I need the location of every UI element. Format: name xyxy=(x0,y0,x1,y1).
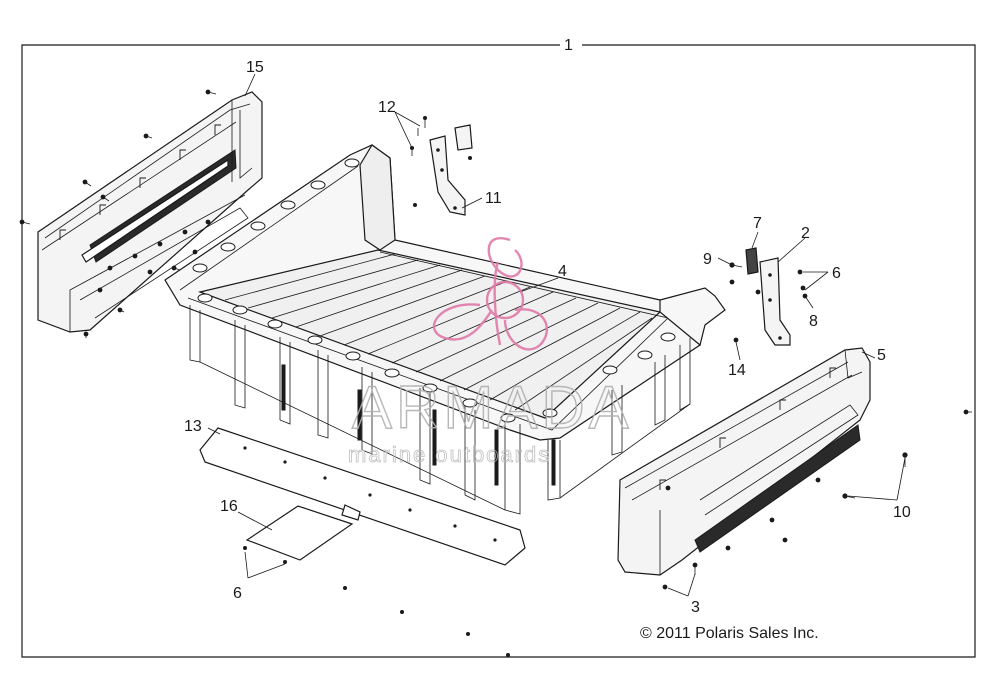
callout-6-left: 6 xyxy=(233,585,242,602)
part-6-nuts xyxy=(797,269,808,299)
part-4-cargo-box xyxy=(164,144,720,515)
part-11-bracket xyxy=(410,116,473,216)
part-10-bolts xyxy=(665,409,972,551)
callout-10: 10 xyxy=(893,504,911,521)
callout-7: 7 xyxy=(753,215,762,232)
armada-logo-icon xyxy=(432,237,549,351)
callout-13: 13 xyxy=(184,418,202,435)
callout-14: 14 xyxy=(728,362,746,379)
copyright-text: © 2011 Polaris Sales Inc. xyxy=(640,625,819,642)
armada-watermark: ARMADA marine outboards xyxy=(348,237,633,467)
callout-12: 12 xyxy=(378,99,396,116)
callout-15: 15 xyxy=(246,59,264,76)
callout-1: 1 xyxy=(564,37,573,54)
part-15-left-panel xyxy=(37,91,263,333)
part-16-pad xyxy=(243,505,510,657)
part-2-bracket xyxy=(759,257,791,346)
callout-16: 16 xyxy=(220,498,238,515)
part-3-screws xyxy=(662,562,698,590)
part-14-screw xyxy=(729,279,761,343)
part-5-right-panel xyxy=(617,347,871,576)
part-7-latch xyxy=(745,247,759,275)
part-13-floor-plate xyxy=(199,427,526,566)
callout-9: 9 xyxy=(703,251,712,268)
watermark-brand: ARMADA xyxy=(352,374,633,441)
callout-5: 5 xyxy=(877,347,886,364)
callout-4: 4 xyxy=(558,263,567,280)
part-15-bolts xyxy=(19,89,217,338)
callout-2: 2 xyxy=(801,225,810,242)
watermark-tagline: marine outboards xyxy=(348,442,551,467)
callout-11: 11 xyxy=(485,190,502,207)
leader-lines xyxy=(207,73,906,597)
part-4-rim-right xyxy=(659,287,726,347)
callout-6-right: 6 xyxy=(832,265,841,282)
callout-3: 3 xyxy=(691,599,700,616)
assembly-frame xyxy=(21,44,976,658)
callout-8: 8 xyxy=(809,313,818,330)
callout-labels: 1 15 12 11 4 7 2 9 6 8 14 5 13 10 16 6 3 xyxy=(184,37,911,616)
